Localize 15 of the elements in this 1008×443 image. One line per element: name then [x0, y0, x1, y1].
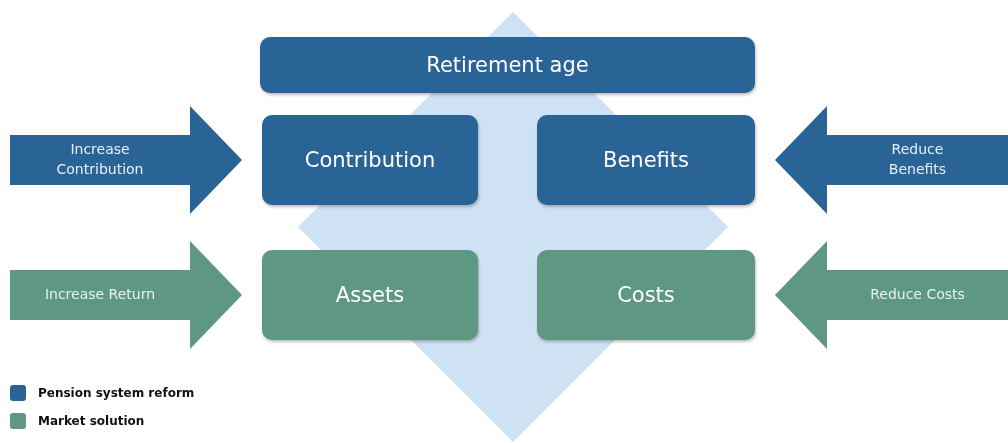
- process-box: Retirement age: [260, 37, 755, 93]
- process-box: Costs: [537, 250, 755, 340]
- edge-label: Increase Contribution: [55, 140, 145, 179]
- process-box: Contribution: [262, 115, 478, 205]
- edge-label: Reduce Benefits: [887, 140, 948, 179]
- block-arrow: [775, 106, 1008, 214]
- legend-label: Pension system reform: [38, 386, 195, 400]
- edge-label: Reduce Costs: [869, 285, 966, 305]
- legend-label: Market solution: [38, 414, 145, 428]
- block-arrow: [10, 241, 242, 349]
- block-arrow: [10, 106, 242, 214]
- edge-label: Increase Return: [43, 285, 157, 305]
- process-box: Assets: [262, 250, 478, 340]
- process-box: Benefits: [537, 115, 755, 205]
- block-arrow: [775, 241, 1008, 349]
